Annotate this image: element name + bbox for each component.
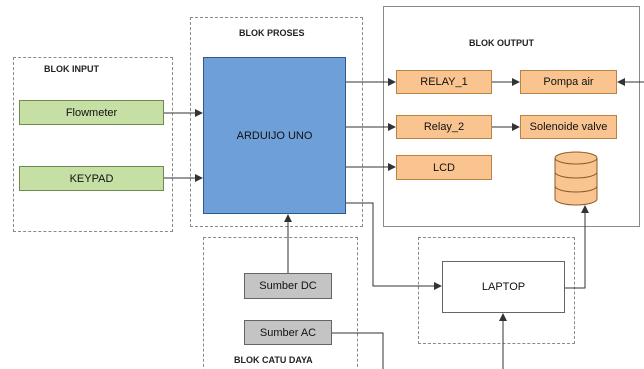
group-output-label: BLOK OUTPUT (469, 38, 534, 48)
group-proses: BLOK PROSES (190, 17, 363, 227)
arduino-box: ARDUIJO UNO (203, 57, 346, 214)
group-laptop (418, 237, 575, 344)
relay-2-box: Relay_2 (396, 115, 492, 139)
arrow-laptop-db (565, 205, 589, 289)
laptop-box: LAPTOP (442, 261, 565, 313)
arrow-arduino-laptop (346, 202, 442, 290)
group-output: BLOK OUTPUT (383, 6, 640, 227)
line-ac-out (332, 332, 384, 369)
sumber-ac-box: Sumber AC (244, 320, 332, 345)
group-catu-daya-label: BLOK CATU DAYA (234, 355, 313, 365)
relay-1-box: RELAY_1 (396, 70, 492, 94)
database-icon (554, 151, 598, 206)
group-input-label: BLOK INPUT (44, 64, 99, 74)
group-input: BLOK INPUT (13, 57, 173, 232)
lcd-box: LCD (396, 155, 492, 180)
keypad-box: KEYPAD (19, 166, 164, 191)
flowmeter-box: Flowmeter (19, 100, 164, 125)
group-catu-daya: BLOK CATU DAYA (203, 237, 358, 369)
solenoide-valve-box: Solenoide valve (520, 115, 617, 139)
group-proses-label: BLOK PROSES (239, 28, 305, 38)
sumber-dc-box: Sumber DC (244, 273, 332, 299)
pompa-air-box: Pompa air (520, 70, 617, 94)
